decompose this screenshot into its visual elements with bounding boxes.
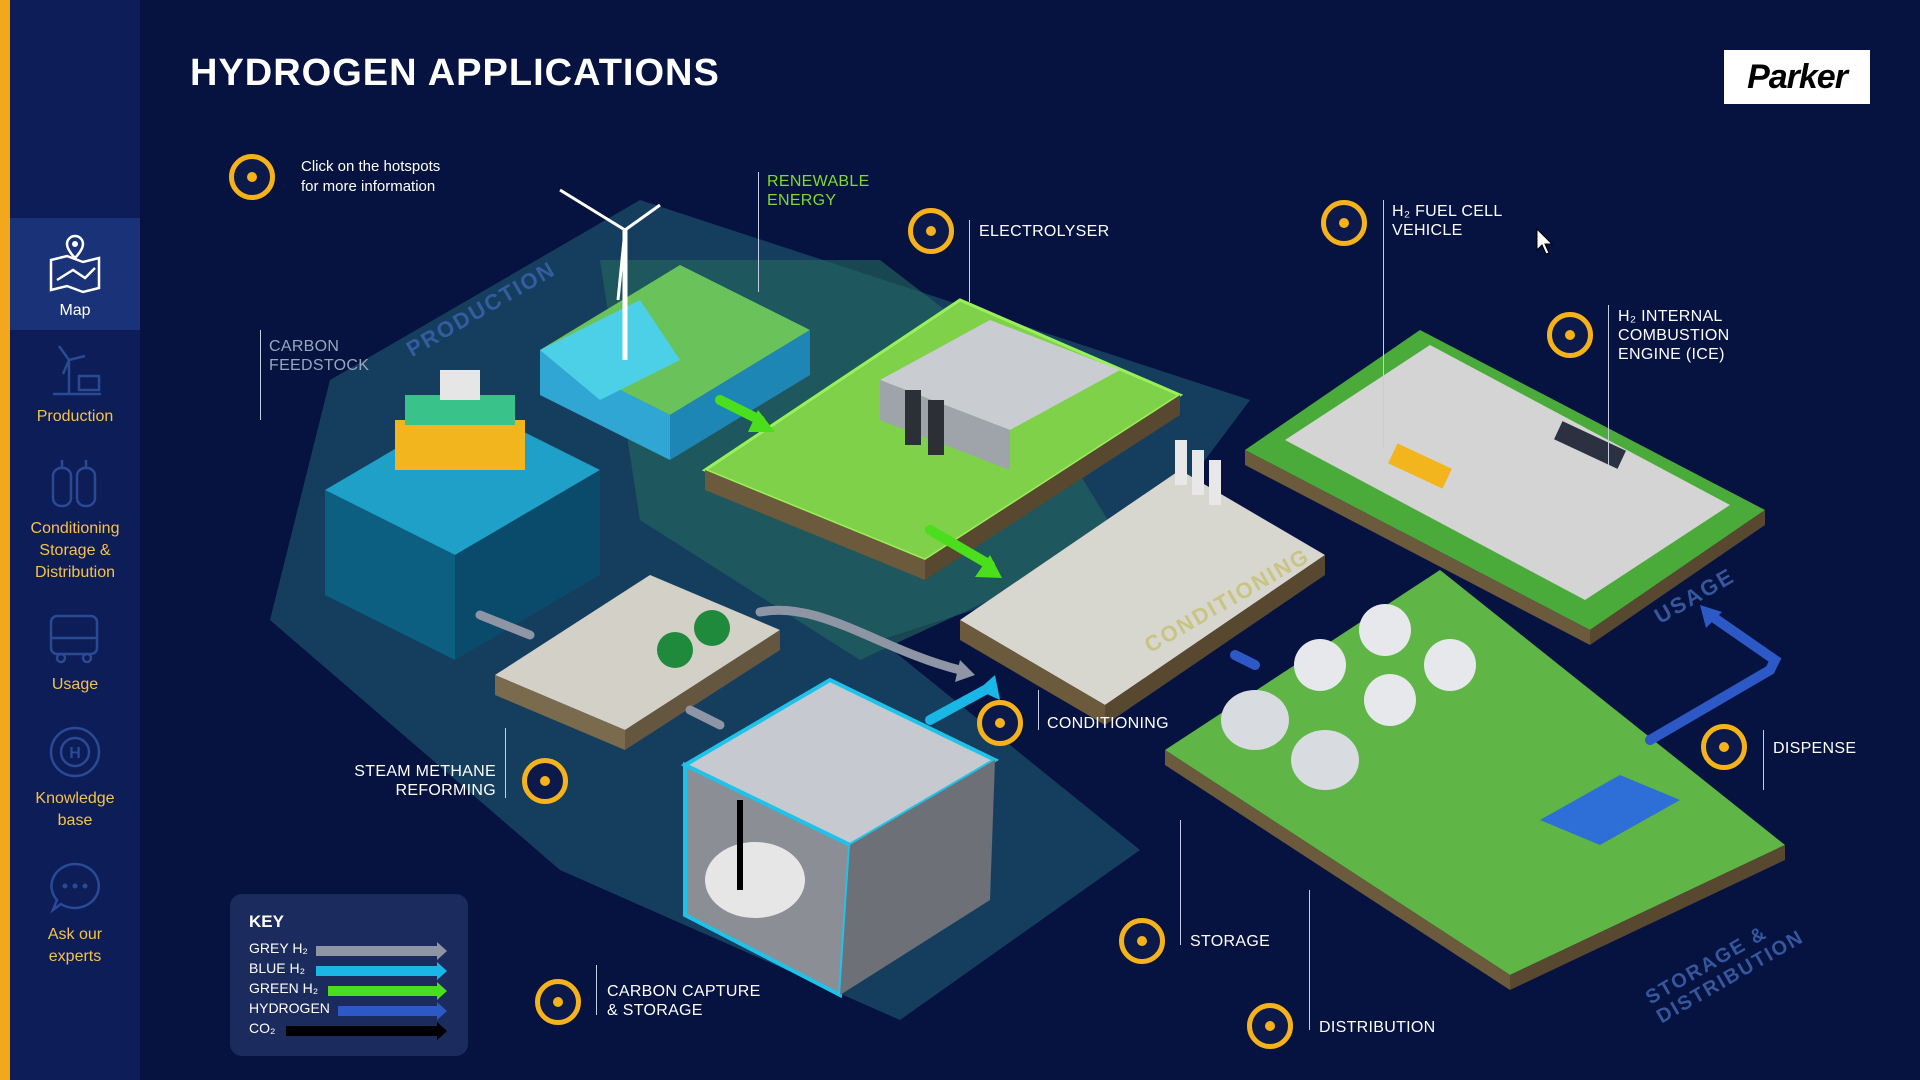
sidebar: Map Production Conditioning Storage & Di…: [10, 0, 140, 1080]
blue-h2-arrow: [316, 962, 447, 980]
carbon-feedstock-label: CARBON FEEDSTOCK: [269, 338, 370, 374]
leader-line: [1180, 820, 1181, 945]
hydrogen-icon: H: [49, 726, 101, 778]
sidebar-item-usage[interactable]: Usage: [10, 608, 140, 708]
co2-arrow: [286, 1022, 447, 1040]
distribution-label: DISTRIBUTION: [1319, 1019, 1436, 1036]
key-label: CO₂: [249, 1020, 276, 1036]
key-label: BLUE H₂: [249, 960, 306, 976]
renewable-energy-block: [540, 188, 810, 460]
sidebar-item-label: Knowledge base: [35, 790, 115, 829]
leader-line: [1383, 200, 1384, 448]
hotspot-dispense[interactable]: [1701, 724, 1747, 770]
key-row: CO₂: [249, 1020, 275, 1036]
key-row: GREEN H₂: [249, 980, 318, 996]
sidebar-item-conditioning-storage[interactable]: Conditioning Storage & Distribution: [10, 452, 140, 592]
key-legend: KEY GREY H₂ BLUE H₂ GREEN H₂ HYDROGEN CO…: [230, 894, 468, 1056]
steam-methane-label: STEAM METHANE REFORMING: [354, 763, 496, 799]
hotspot-conditioning[interactable]: [977, 700, 1023, 746]
conditioning-block: [960, 440, 1325, 725]
accent-bar: [0, 0, 10, 1080]
sidebar-item-production[interactable]: Production: [10, 340, 140, 440]
wind-turbine-icon: [53, 345, 101, 396]
key-row: BLUE H₂: [249, 960, 305, 976]
usage-block: [1245, 330, 1765, 645]
logo-text: Parker: [1747, 57, 1848, 96]
leader-line: [596, 965, 597, 1015]
page-title: HYDROGEN APPLICATIONS: [190, 52, 720, 94]
leader-line: [505, 728, 506, 798]
sidebar-item-label: Production: [36, 408, 114, 425]
electrolyser-label: ELECTROLYSER: [979, 223, 1110, 240]
renewable-energy-label: RENEWABLE ENERGY: [767, 173, 870, 209]
hotspot-internal-combustion[interactable]: [1547, 312, 1593, 358]
carbon-capture-block: [680, 677, 1000, 999]
key-title: KEY: [249, 912, 284, 931]
hotspot-distribution[interactable]: [1247, 1003, 1293, 1049]
sidebar-item-label: Ask our experts: [47, 926, 103, 965]
leader-line: [260, 330, 261, 420]
key-row: GREY H₂: [249, 940, 308, 956]
internal-combustion-label: H₂ INTERNAL COMBUSTION ENGINE (ICE): [1618, 308, 1730, 363]
storage-label: STORAGE: [1190, 933, 1271, 950]
leader-line: [1763, 730, 1764, 790]
svg-text:H: H: [69, 745, 81, 762]
leader-line: [1608, 305, 1609, 465]
bus-icon: [49, 614, 99, 664]
hydrogen-arrow: [338, 1002, 447, 1020]
mouse-cursor-icon: [1536, 228, 1554, 255]
grey-h2-arrow: [316, 942, 447, 960]
leader-line: [1038, 690, 1039, 730]
storage-distribution-block: [1165, 570, 1785, 990]
key-label: GREEN H₂: [249, 980, 319, 996]
flow-arrows: [475, 395, 1782, 745]
hotspot-electrolyser[interactable]: [908, 208, 954, 254]
dispense-label: DISPENSE: [1773, 740, 1857, 757]
leader-line: [758, 172, 759, 292]
key-row: HYDROGEN: [249, 1000, 330, 1016]
hotspot-steam-methane[interactable]: [522, 758, 568, 804]
hotspot-legend-icon: [229, 154, 275, 200]
instructions-text: Click on the hotspots for more informati…: [301, 158, 441, 195]
key-label: GREY H₂: [249, 940, 308, 956]
key-label: HYDROGEN: [249, 1000, 330, 1016]
carbon-feedstock-block: [325, 370, 600, 660]
electrolyser-block: [701, 298, 1184, 580]
sidebar-item-label: Usage: [51, 676, 99, 693]
flow-arrowheads: [748, 410, 1722, 700]
hotspot-carbon-capture[interactable]: [535, 979, 581, 1025]
chat-bubble-icon: [50, 862, 100, 914]
sidebar-item-label: Map: [59, 302, 91, 319]
leader-line: [1309, 890, 1310, 1030]
steam-methane-block: [495, 575, 780, 750]
sidebar-item-knowledge-base[interactable]: H Knowledge base: [10, 722, 140, 842]
leader-line: [969, 220, 970, 302]
sidebar-item-ask-experts[interactable]: Ask our experts: [10, 858, 140, 978]
conditioning-label: CONDITIONING: [1047, 715, 1169, 732]
hotspot-fuel-cell-vehicle[interactable]: [1321, 200, 1367, 246]
hotspot-storage[interactable]: [1119, 918, 1165, 964]
sidebar-item-label: Conditioning Storage & Distribution: [30, 520, 120, 581]
map-pin-icon: [49, 234, 101, 294]
fuel-cell-vehicle-label: H₂ FUEL CELL VEHICLE: [1392, 203, 1503, 239]
green-h2-arrow: [328, 982, 447, 1000]
gas-cylinders-icon: [51, 460, 97, 508]
carbon-capture-label: CARBON CAPTURE & STORAGE: [607, 983, 761, 1019]
sidebar-item-map[interactable]: Map: [10, 218, 140, 330]
parker-logo: Parker: [1724, 50, 1870, 104]
